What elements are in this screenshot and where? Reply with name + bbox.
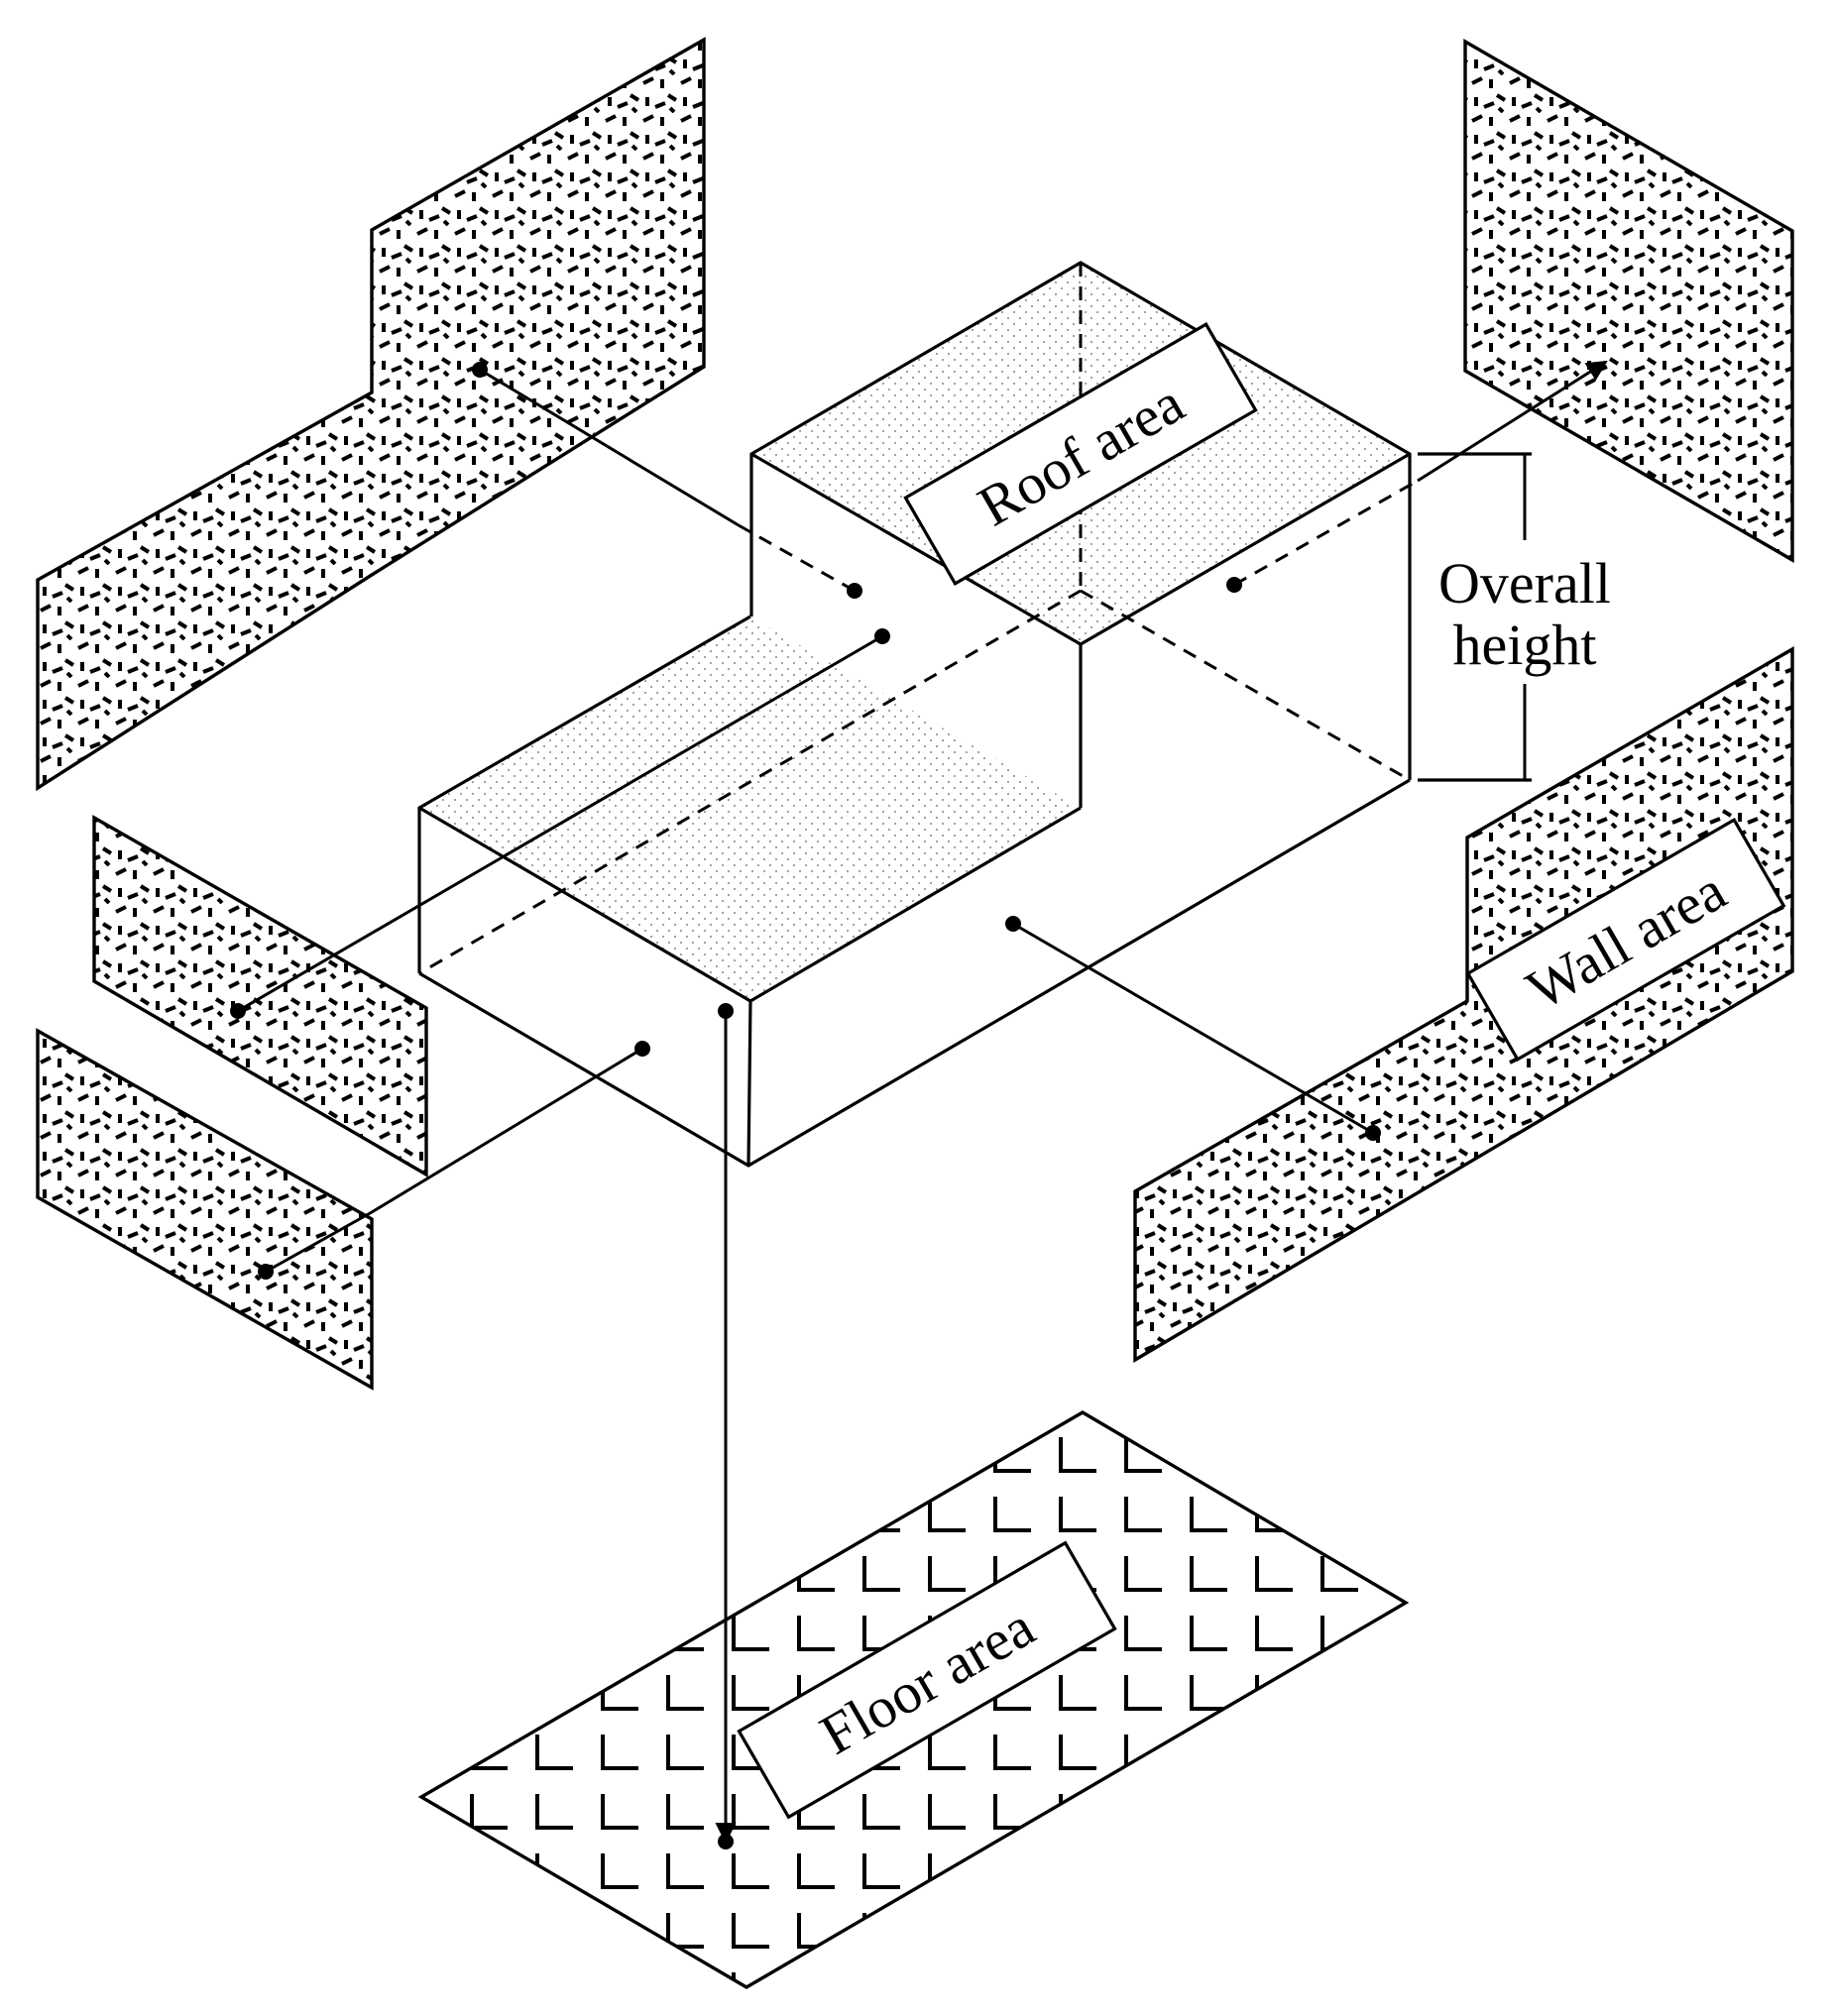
overall-height-label-line1: Overall <box>1438 551 1611 616</box>
building-outline <box>417 261 1412 1168</box>
wall-panel-left-middle <box>92 815 428 1177</box>
leader-lines <box>237 360 1608 1845</box>
wall-panel-upper-right <box>1463 39 1794 563</box>
wall-panel-right <box>1133 646 1794 1363</box>
overall-height-dimension: Overall height <box>1418 452 1611 782</box>
leader-dots <box>230 362 1381 1849</box>
overall-height-label-line2: height <box>1453 613 1597 677</box>
wall-panel-upper-left <box>36 37 706 792</box>
wall-panel-left-lower <box>36 1028 374 1391</box>
